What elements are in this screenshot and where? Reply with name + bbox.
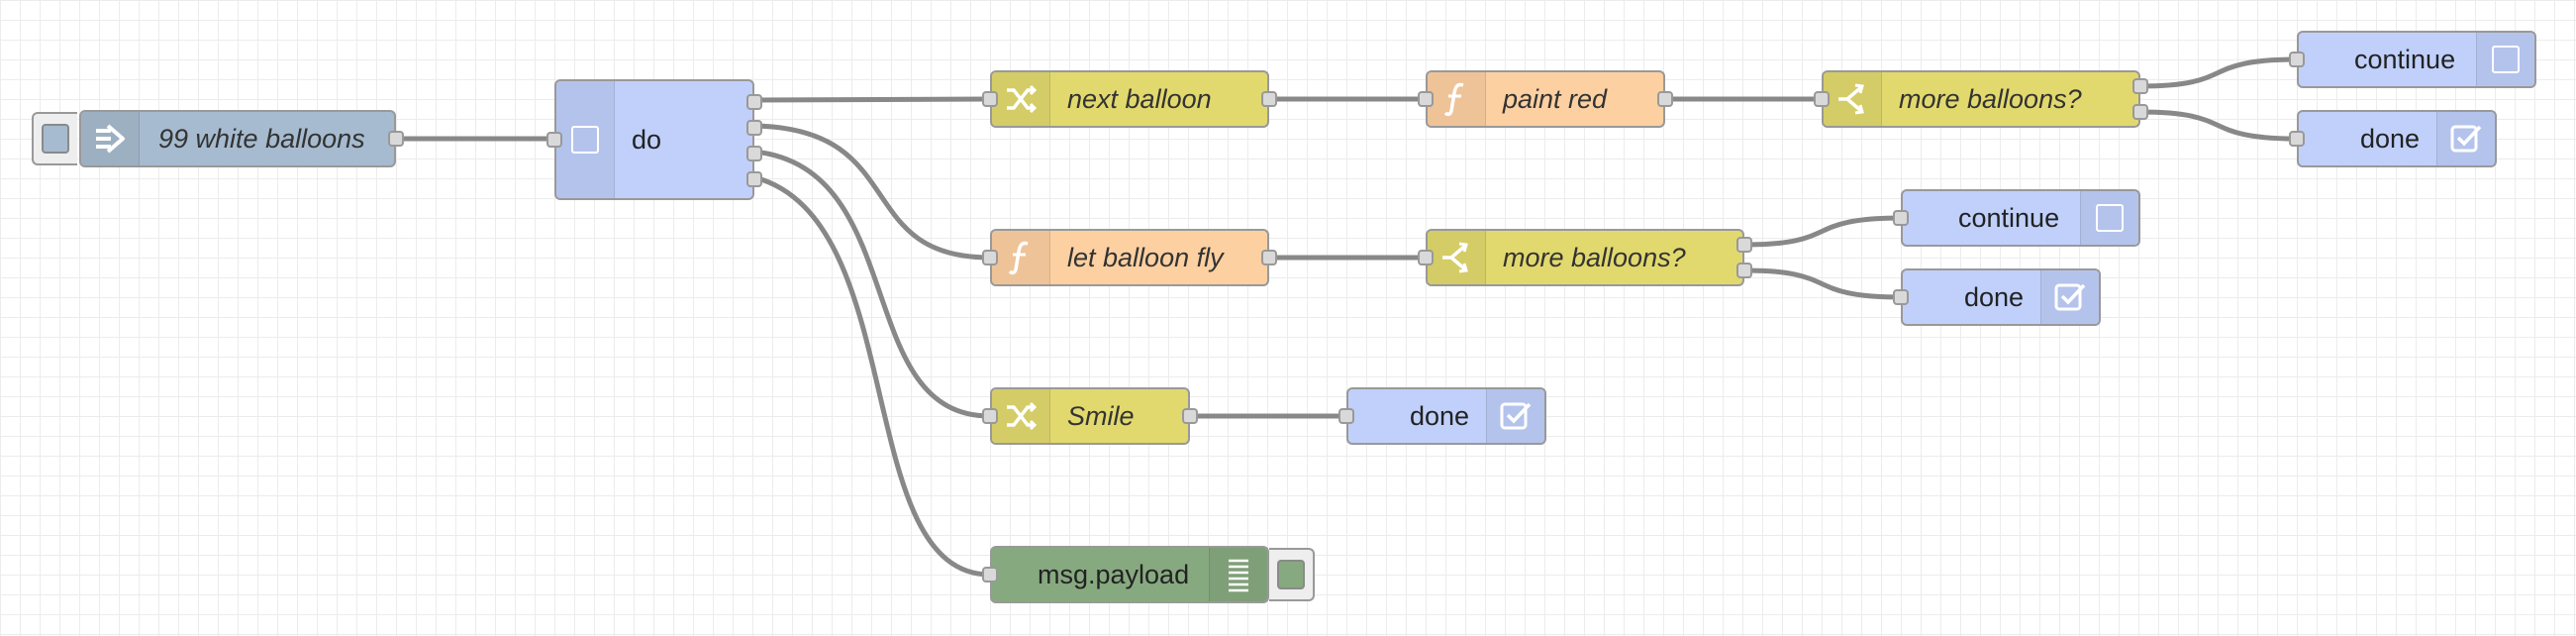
shuffle-icon bbox=[992, 389, 1050, 443]
input-port[interactable] bbox=[1814, 91, 1830, 107]
empty-checkbox-icon bbox=[2080, 191, 2138, 245]
wire-more-balloons-top-continue-top[interactable] bbox=[2137, 56, 2300, 89]
input-port[interactable] bbox=[1338, 408, 1354, 424]
switch-icon bbox=[1428, 231, 1486, 284]
node-done-mid[interactable]: done bbox=[1893, 268, 2101, 326]
function-icon bbox=[992, 231, 1050, 284]
wire-do-next-balloon[interactable] bbox=[751, 96, 993, 103]
output-port[interactable] bbox=[388, 131, 404, 147]
node-label: continue bbox=[2354, 44, 2456, 74]
wire-more-balloons-mid-done-mid[interactable] bbox=[1741, 267, 1904, 300]
node-smile[interactable]: Smile bbox=[982, 387, 1198, 445]
output-port[interactable] bbox=[1261, 91, 1277, 107]
output-port[interactable] bbox=[1657, 91, 1673, 107]
checked-box-icon bbox=[2436, 112, 2495, 165]
node-label: next balloon bbox=[1067, 83, 1212, 114]
node-more-balloons-top[interactable]: more balloons? bbox=[1814, 70, 2148, 128]
output-port-4[interactable] bbox=[746, 171, 762, 187]
input-port[interactable] bbox=[2289, 52, 2305, 67]
node-inject-99-white-balloons[interactable]: 99 white balloons bbox=[79, 110, 404, 167]
node-label: let balloon fly bbox=[1067, 242, 1224, 272]
node-label: done bbox=[1410, 400, 1470, 431]
node-label: done bbox=[2360, 123, 2421, 154]
output-port-3[interactable] bbox=[746, 146, 762, 161]
output-port-1[interactable] bbox=[2132, 78, 2148, 94]
function-icon bbox=[1428, 72, 1486, 126]
node-label: paint red bbox=[1503, 83, 1608, 114]
empty-checkbox-icon bbox=[2476, 33, 2534, 86]
output-port[interactable] bbox=[1261, 250, 1277, 265]
shuffle-icon bbox=[992, 72, 1050, 126]
input-port[interactable] bbox=[982, 408, 998, 424]
switch-icon bbox=[1824, 72, 1882, 126]
output-port-2[interactable] bbox=[746, 120, 762, 136]
wire-do-debug[interactable] bbox=[751, 174, 993, 578]
input-port[interactable] bbox=[546, 132, 562, 148]
node-continue-mid[interactable]: continue bbox=[1893, 189, 2140, 247]
debug-toggle-square bbox=[1277, 560, 1305, 589]
node-done-top[interactable]: done bbox=[2289, 110, 2497, 167]
node-next-balloon[interactable]: next balloon bbox=[982, 70, 1277, 128]
checked-box-icon bbox=[2040, 270, 2099, 324]
node-paint-red[interactable]: paint red bbox=[1418, 70, 1673, 128]
node-label: more balloons? bbox=[1899, 83, 2082, 114]
node-label: continue bbox=[1958, 202, 2060, 233]
checked-box-icon bbox=[1486, 389, 1544, 443]
input-port[interactable] bbox=[1893, 289, 1909, 305]
input-port[interactable] bbox=[1418, 250, 1434, 265]
node-label: msg.payload bbox=[1038, 559, 1190, 589]
output-port-2[interactable] bbox=[2132, 104, 2148, 120]
node-done-smile[interactable]: done bbox=[1338, 387, 1546, 445]
wire-do-smile[interactable] bbox=[751, 149, 993, 419]
node-label: more balloons? bbox=[1503, 242, 1686, 272]
inject-trigger-square bbox=[42, 124, 69, 154]
node-debug-msg-payload[interactable]: msg.payload bbox=[982, 546, 1269, 603]
debug-toggle-button[interactable] bbox=[1269, 548, 1315, 601]
input-port[interactable] bbox=[982, 567, 998, 583]
input-port[interactable] bbox=[982, 250, 998, 265]
inject-arrow-icon bbox=[81, 112, 140, 165]
input-port[interactable] bbox=[2289, 131, 2305, 147]
list-icon bbox=[1209, 548, 1267, 601]
wire-more-balloons-top-done-top[interactable] bbox=[2137, 109, 2300, 142]
wire-more-balloons-mid-continue-mid[interactable] bbox=[1741, 215, 1904, 248]
output-port-2[interactable] bbox=[1736, 263, 1752, 278]
node-label: 99 white balloons bbox=[158, 123, 365, 154]
input-port[interactable] bbox=[1893, 210, 1909, 226]
inject-trigger-button[interactable] bbox=[32, 112, 77, 165]
node-continue-top[interactable]: continue bbox=[2289, 31, 2536, 88]
node-label: Smile bbox=[1067, 400, 1135, 431]
output-port[interactable] bbox=[1182, 408, 1198, 424]
node-label: done bbox=[1964, 281, 2025, 312]
output-port-1[interactable] bbox=[746, 94, 762, 110]
link-square-icon bbox=[556, 81, 615, 198]
input-port[interactable] bbox=[1418, 91, 1434, 107]
input-port[interactable] bbox=[982, 91, 998, 107]
node-label: do bbox=[632, 124, 662, 155]
output-port-1[interactable] bbox=[1736, 237, 1752, 253]
node-do[interactable]: do bbox=[546, 79, 762, 200]
node-let-balloon-fly[interactable]: let balloon fly bbox=[982, 229, 1277, 286]
wire-do-let-balloon-fly[interactable] bbox=[751, 123, 993, 261]
node-more-balloons-mid[interactable]: more balloons? bbox=[1418, 229, 1752, 286]
